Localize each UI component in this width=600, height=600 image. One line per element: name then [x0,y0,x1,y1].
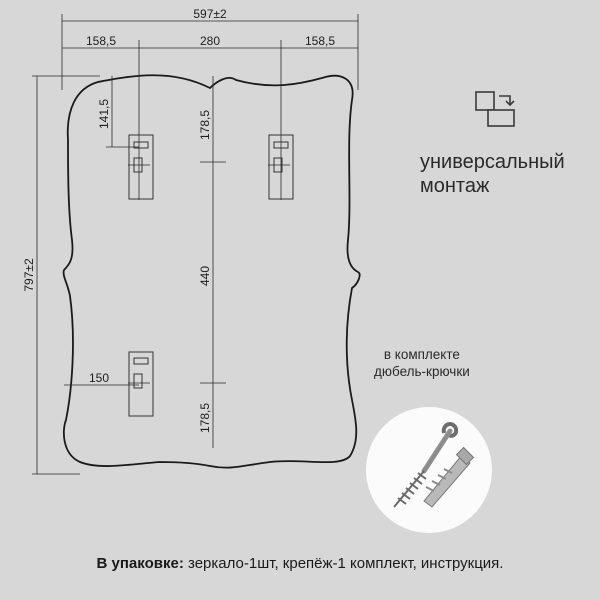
universal-mount-line1: универсальный [420,151,565,173]
kit-note-line2: дюбель-крючки [374,364,470,379]
dim-vertical-span: 440 [198,266,212,286]
dim-bottom-bracket-width: 150 [89,371,109,385]
mirror-outline [62,74,361,469]
package-contents-text: зеркало-1шт, крепёж-1 комплект, инструкц… [183,555,504,572]
dim-overall-height: 797±2 [22,258,36,292]
mount-bracket-top-left [128,134,154,200]
universal-mount-line2: монтаж [420,175,490,197]
dim-top-right: 178,5 [198,110,212,140]
dim-top-left: 141,5 [97,99,111,129]
dim-center-span: 280 [200,34,220,48]
hardware-circle [366,407,492,533]
dim-offset-left: 158,5 [86,34,116,48]
package-contents: В упаковке: зеркало-1шт, крепёж-1 компле… [0,555,600,572]
kit-note-line1: в комплекте [383,347,460,362]
swap-copy-icon [474,90,520,135]
dowel-hook-icon [393,422,475,508]
dim-offset-right: 158,5 [305,34,335,48]
universal-mount-label: универсальный монтаж [420,150,565,198]
dim-overall-width: 597±2 [193,7,227,21]
mount-bracket-bottom [128,351,154,417]
dim-bottom-offset: 178,5 [198,403,212,433]
package-contents-label: В упаковке: [96,555,184,572]
kit-note: в комплекте дюбель-крючки [374,346,470,380]
mount-bracket-top-right [268,134,294,200]
